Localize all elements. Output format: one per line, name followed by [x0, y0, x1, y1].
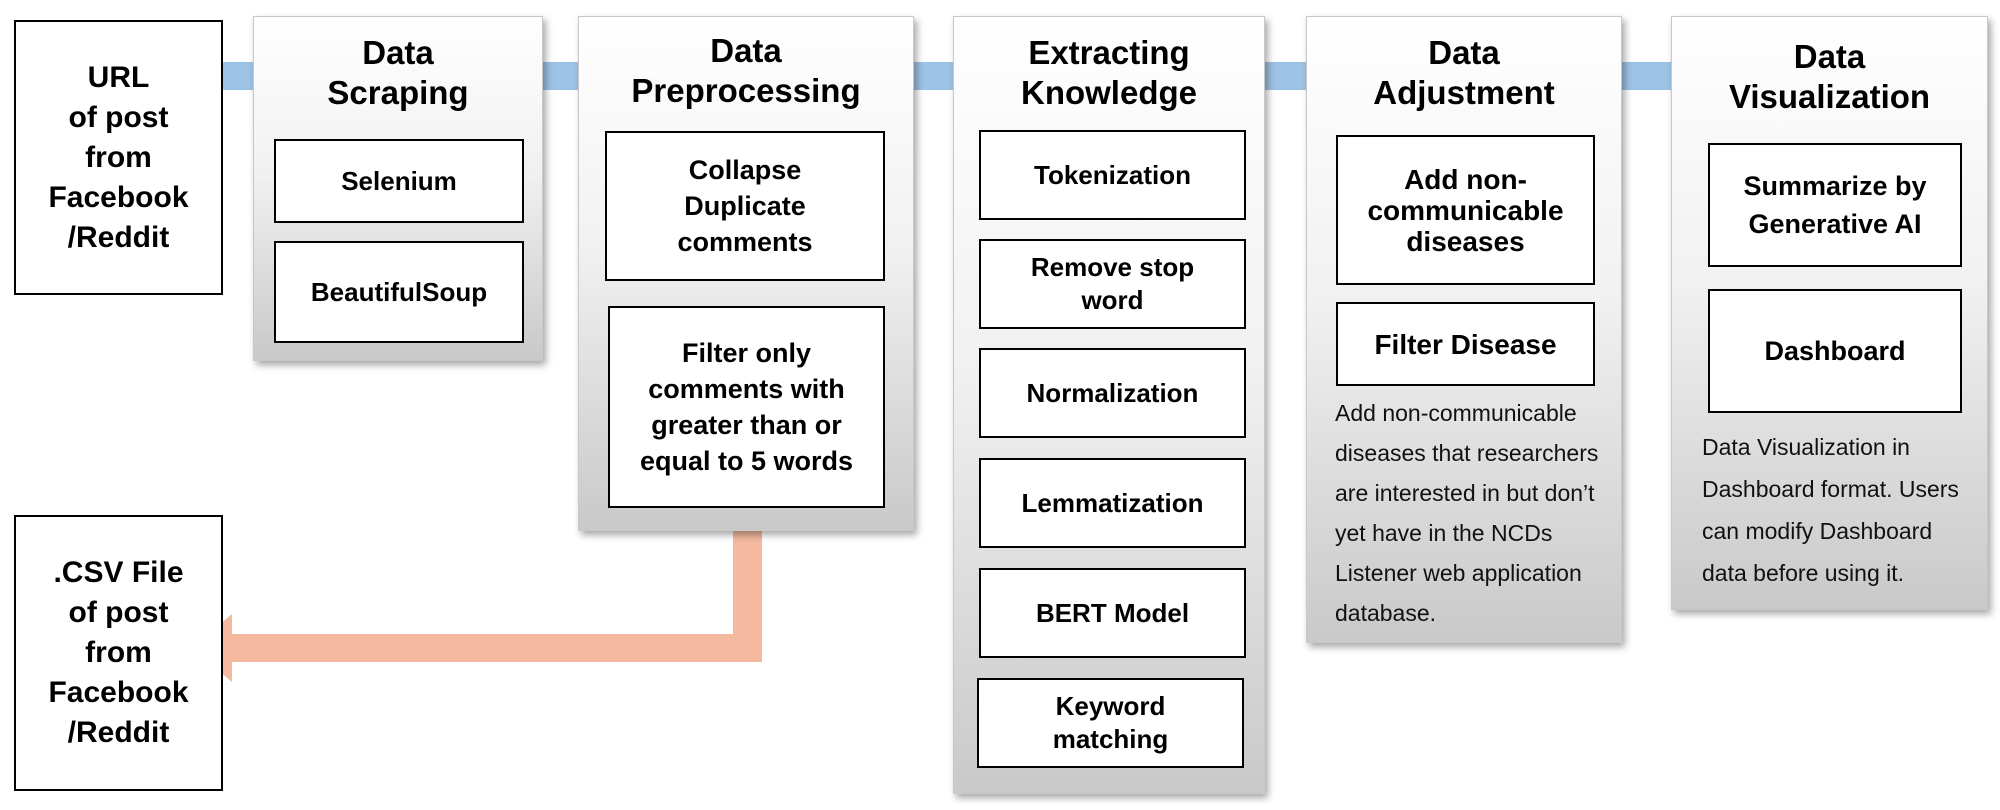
step-tokenization: Tokenization [979, 130, 1246, 220]
arrow-preprocessing-to-csv [192, 522, 762, 682]
step-selenium: Selenium [274, 139, 524, 223]
input-url-box: URL of post from Facebook /Reddit [14, 20, 223, 295]
stage-data-preprocessing: Data Preprocessing Collapse Duplicate co… [578, 16, 914, 531]
step-filter-comments: Filter only comments with greater than o… [608, 306, 885, 508]
step-dashboard: Dashboard [1708, 289, 1962, 413]
step-normalization: Normalization [979, 348, 1246, 438]
adjustment-note: Add non-communicable diseases that resea… [1335, 400, 1599, 626]
stage-title: Data Visualization [1728, 38, 1931, 115]
step-keyword-matching: Keyword matching [977, 678, 1244, 768]
step-add-ncd: Add non- communicable diseases [1336, 135, 1595, 285]
step-lemmatization: Lemmatization [979, 458, 1246, 548]
stage-extracting-knowledge: Extracting Knowledge Tokenization Remove… [953, 16, 1265, 794]
stage-title: Extracting Knowledge [1020, 34, 1197, 111]
step-filter-disease: Filter Disease [1336, 302, 1595, 386]
step-bert-model: BERT Model [979, 568, 1246, 658]
stage-title: Data Preprocessing [631, 32, 861, 109]
step-remove-stop-word: Remove stop word [979, 239, 1246, 329]
stage-data-visualization: Data Visualization Summarize by Generati… [1671, 16, 1988, 610]
step-beautifulsoup: BeautifulSoup [274, 241, 524, 343]
step-summarize-genai: Summarize by Generative AI [1708, 143, 1962, 267]
stage-title: Data Adjustment [1373, 34, 1555, 111]
step-collapse-duplicates: Collapse Duplicate comments [605, 131, 885, 281]
stage-data-scraping: Data Scraping Selenium BeautifulSoup [253, 16, 543, 361]
stage-title: Data Scraping [327, 34, 469, 111]
stage-data-adjustment: Data Adjustment Add non- communicable di… [1306, 16, 1622, 643]
visualization-note: Data Visualization in Dashboard format. … [1702, 434, 1959, 586]
output-csv-box: .CSV File of post from Facebook /Reddit [14, 515, 223, 791]
